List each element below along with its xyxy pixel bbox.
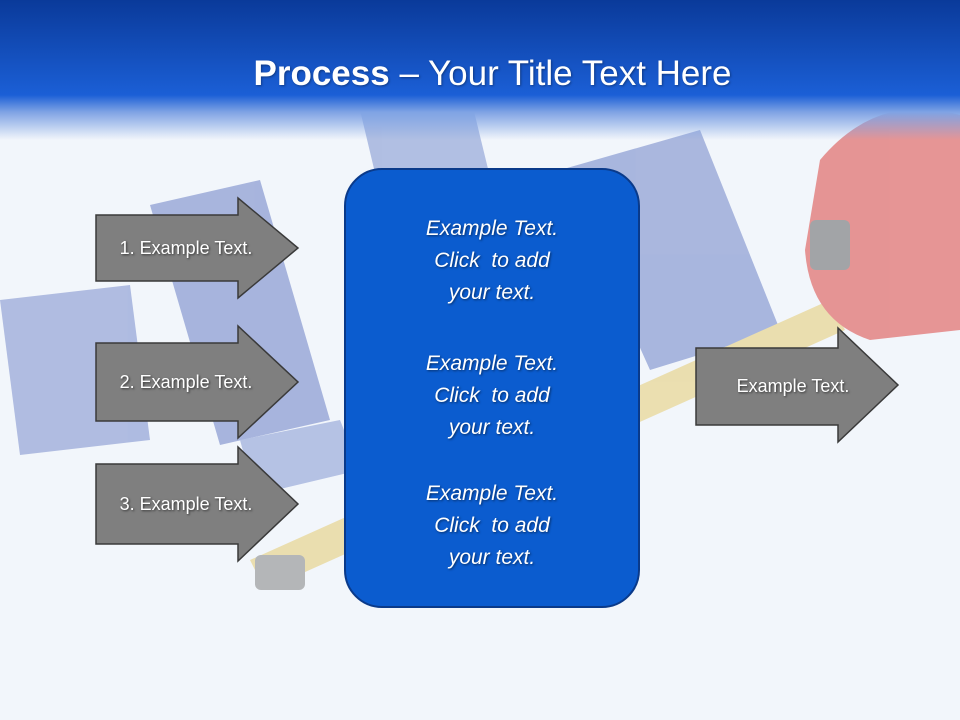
left-arrow-2[interactable]: 2. Example Text. bbox=[95, 324, 300, 440]
bg-tape-body bbox=[805, 108, 960, 340]
center-text-panel[interactable]: Example Text. Click to add your text. Ex… bbox=[344, 168, 640, 608]
bg-letter-shape bbox=[240, 420, 360, 495]
left-arrow-label: 3. Example Text. bbox=[119, 493, 253, 514]
left-arrow-label: 1. Example Text. bbox=[119, 237, 253, 258]
slide-title[interactable]: Process – Your Title Text Here bbox=[0, 52, 960, 96]
left-arrow-3[interactable]: 3. Example Text. bbox=[95, 445, 300, 563]
panel-text-block-2: Example Text. Click to add your text. bbox=[346, 348, 638, 444]
header-band bbox=[0, 0, 960, 140]
panel-line: Click to add bbox=[434, 249, 550, 272]
panel-line: Example Text. bbox=[425, 482, 559, 505]
arrow-shape bbox=[95, 196, 300, 300]
bg-tape-clip bbox=[810, 220, 850, 270]
panel-line: Example Text. bbox=[425, 217, 559, 240]
title-bold: Process bbox=[253, 54, 390, 93]
left-arrow-label: 2. Example Text. bbox=[119, 371, 253, 392]
bg-tape-tip bbox=[255, 555, 305, 590]
right-arrow[interactable]: Example Text. bbox=[695, 326, 900, 444]
panel-text-block-1: Example Text. Click to add your text. bbox=[346, 213, 638, 309]
right-arrow-label: Example Text. bbox=[736, 375, 850, 396]
arrow-shape bbox=[95, 324, 300, 440]
arrow-shape bbox=[695, 326, 900, 444]
panel-line: your text. bbox=[448, 546, 536, 569]
title-rest: – Your Title Text Here bbox=[389, 54, 732, 93]
panel-line: your text. bbox=[448, 281, 536, 304]
panel-line: Click to add bbox=[434, 384, 550, 407]
panel-text-block-3: Example Text. Click to add your text. bbox=[346, 478, 638, 574]
panel-line: your text. bbox=[448, 416, 536, 439]
panel-line: Click to add bbox=[434, 514, 550, 537]
left-arrow-1[interactable]: 1. Example Text. bbox=[95, 196, 300, 300]
panel-line: Example Text. bbox=[425, 352, 559, 375]
arrow-shape bbox=[95, 445, 300, 563]
